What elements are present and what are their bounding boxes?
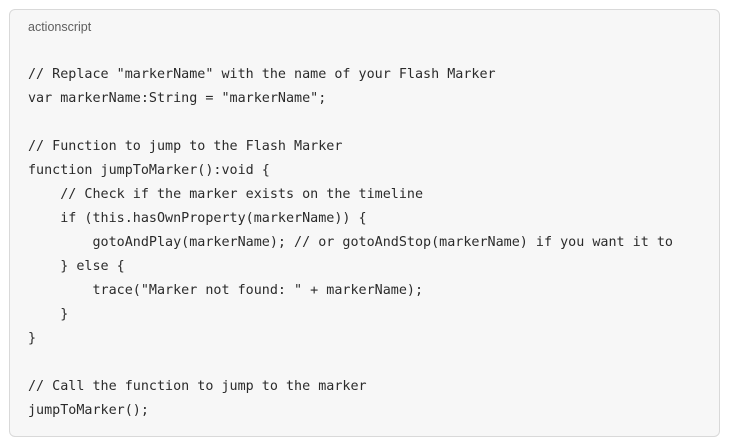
code-line: // Function to jump to the Flash Marker — [28, 139, 343, 154]
code-line — [28, 111, 673, 135]
code-line: // Replace "markerName" with the name of… — [28, 67, 496, 82]
code-line: var markerName:String = "markerName"; — [28, 91, 327, 106]
code-language-label: actionscript — [28, 20, 92, 34]
code-line: } — [28, 331, 37, 346]
code-content[interactable]: // Replace "markerName" with the name of… — [28, 63, 673, 423]
code-line: } — [28, 307, 69, 322]
code-line: function jumpToMarker():void { — [28, 163, 270, 178]
code-line: trace("Marker not found: " + markerName)… — [28, 283, 424, 298]
code-line: gotoAndPlay(markerName); // or gotoAndSt… — [28, 235, 673, 250]
code-line — [28, 351, 673, 375]
code-line: // Call the function to jump to the mark… — [28, 379, 367, 394]
code-line: } else { — [28, 259, 125, 274]
code-line: if (this.hasOwnProperty(markerName)) { — [28, 211, 367, 226]
code-line: jumpToMarker(); — [28, 403, 149, 418]
code-block: actionscript // Replace "markerName" wit… — [9, 9, 720, 437]
code-line: // Check if the marker exists on the tim… — [28, 187, 424, 202]
